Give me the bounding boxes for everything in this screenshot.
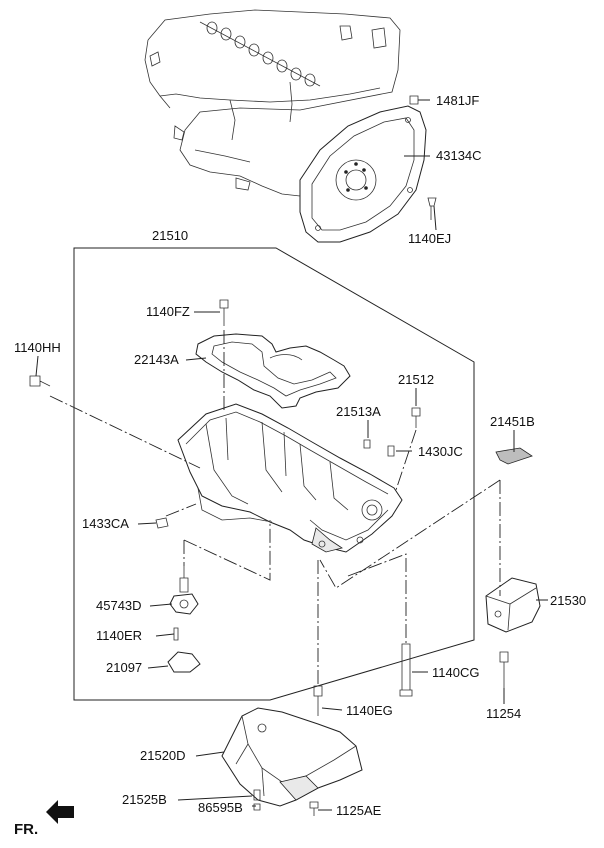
assembly-boundary-21510 [73,247,475,701]
bolt-21512 [411,407,421,428]
bolt-1140FZ [219,299,229,326]
cover-plate-43134C [299,105,427,243]
bolt-1481JF [409,95,419,105]
label-21525B: 21525B [122,792,167,807]
label-11254: 11254 [486,706,521,721]
oil-level-sensor-45743D [169,566,199,615]
plug-1433CA [155,517,169,529]
cap-21097 [167,651,201,673]
label-21530: 21530 [550,593,586,608]
bracket-21451B [495,447,533,465]
label-22143A: 22143A [134,352,179,367]
front-direction-label: FR. [14,821,38,838]
label-21512: 21512 [398,372,434,387]
ring-1140ER [173,627,179,641]
label-21513A: 21513A [336,404,381,419]
dowel-21513A [363,439,371,449]
label-86595B: 86595B [198,800,243,815]
label-21451B: 21451B [490,414,535,429]
bolt-1140EG [313,685,323,716]
gasket-22143A [195,333,351,409]
plug-1430JC [387,445,395,457]
label-1140EG: 1140EG [346,703,393,718]
label-1481JF: 1481JF [436,93,479,108]
label-1140HH: 1140HH [14,340,61,355]
label-21097: 21097 [106,660,142,675]
oil-pan-upper [177,403,403,553]
bolt-1125AE [309,801,319,816]
label-1140FZ: 1140FZ [146,304,190,319]
label-21520D: 21520D [140,748,186,763]
label-45743D: 45743D [96,598,142,613]
assembly-lines [49,330,501,686]
label-1140EJ: 1140EJ [408,231,451,246]
bolt-1140CG [399,643,413,697]
bolt-1140HH [29,375,51,387]
bolt-21525B [253,789,261,801]
label-1140CG: 1140CG [432,665,479,680]
label-1433CA: 1433CA [82,516,129,531]
oil-pan-lower-21520D [221,707,363,807]
label-1140ER: 1140ER [96,628,142,643]
label-21510: 21510 [152,228,188,243]
bolt-11254 [499,651,509,688]
washer-86595B [253,803,261,811]
label-1430JC: 1430JC [418,444,463,459]
label-43134C: 43134C [436,148,482,163]
label-1125AE: 1125AE [336,803,382,818]
engine-block [144,9,401,197]
mount-21530 [485,577,541,633]
front-direction-arrow-icon [46,800,74,824]
leader-lines [35,99,548,811]
